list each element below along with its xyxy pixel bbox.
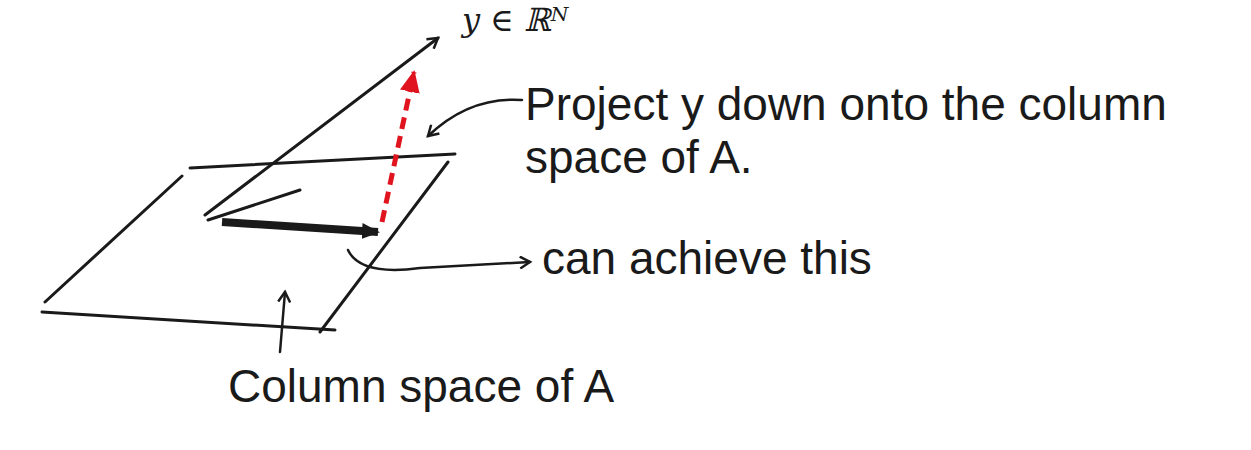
region-label: Column space of A: [228, 360, 614, 413]
leader-arrow: [348, 250, 530, 270]
vector-label: y ∈ ℝᴺ: [462, 2, 568, 39]
residual-arrow: [382, 72, 414, 222]
leader-arrow: [428, 100, 522, 136]
plane-sketch-line: [208, 190, 300, 220]
annotation-note: Project y down onto the column space of …: [525, 78, 1245, 184]
projection-vector: [222, 222, 378, 232]
annotation-note: can achieve this: [542, 232, 872, 285]
leader-arrow: [280, 292, 285, 352]
plane-edge: [190, 154, 455, 168]
plane-edge: [320, 162, 448, 332]
plane-edge: [42, 312, 335, 330]
plane-edge: [45, 176, 182, 302]
